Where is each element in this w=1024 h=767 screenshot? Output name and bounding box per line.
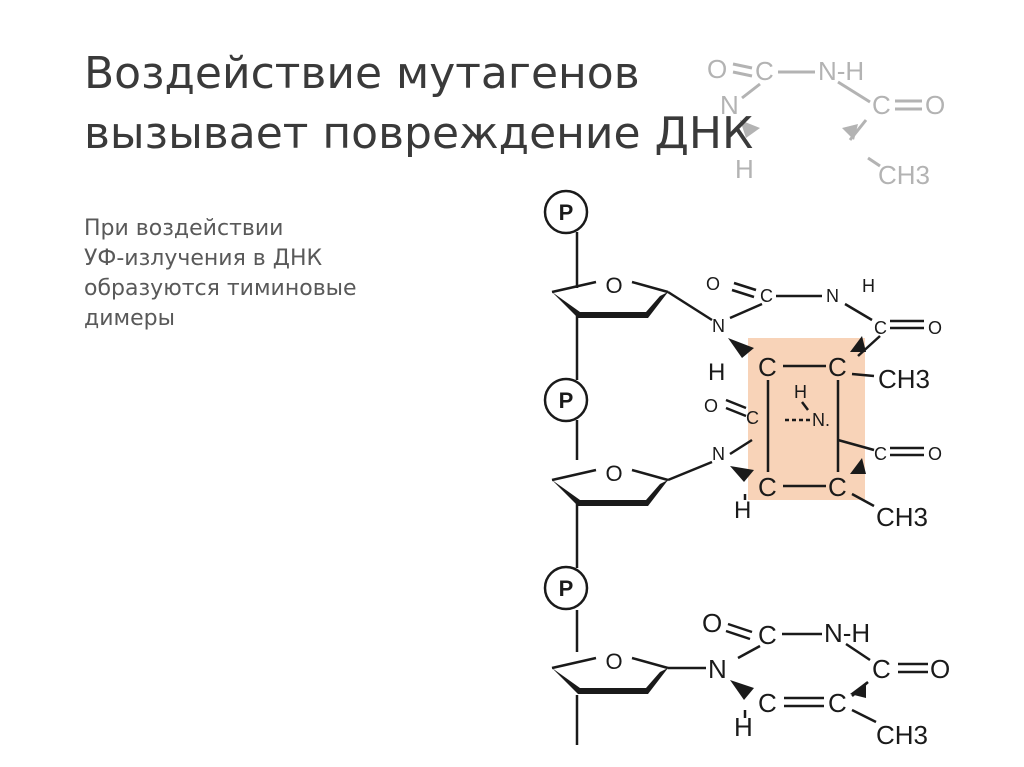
atom-H: H: [734, 497, 751, 524]
atom-O: O: [928, 318, 942, 338]
atom-H: H: [734, 712, 753, 742]
atom-N: N.: [812, 410, 830, 430]
faded-thymine-base: [732, 62, 922, 168]
ring-oxygen-label: O: [605, 649, 622, 674]
atom-C: C: [758, 688, 777, 718]
atom-C: C: [760, 286, 773, 306]
atom-O: O: [706, 274, 720, 294]
body-paragraph: При воздействии УФ-излучения в ДНК образ…: [84, 214, 444, 334]
faded-atom-C2: C: [872, 90, 891, 120]
atom-NH: N-H: [824, 618, 870, 648]
title-line-1: Воздействие мутагенов: [84, 48, 640, 99]
faded-atom-NH: N-H: [818, 56, 864, 86]
atom-CH3: CH3: [876, 502, 928, 532]
slide-title: Воздействие мутагенов вызывает поврежден…: [84, 44, 884, 164]
atom-H: H: [862, 276, 875, 296]
atom-C: C: [758, 620, 777, 650]
phosphate-group-3: P: [543, 565, 589, 611]
atom-C: C: [872, 654, 891, 684]
atom-CH3: CH3: [878, 364, 930, 394]
sugar-ring-1: O: [551, 273, 713, 322]
title-line-2: вызывает повреждение ДНК: [84, 108, 754, 159]
atom-H: H: [794, 382, 807, 402]
phosphate-group-1: P: [543, 189, 589, 235]
thymine-base-atoms: O C N-H N C O C C H CH3: [702, 608, 950, 750]
faded-atom-H: H: [735, 154, 754, 184]
atom-C: C: [874, 318, 887, 338]
faded-atom-N: N: [720, 90, 739, 120]
sugar-ring-3: O: [551, 649, 706, 694]
atom-O: O: [928, 444, 942, 464]
phosphate-label: P: [559, 388, 574, 413]
phosphate-label: P: [559, 200, 574, 225]
atom-CH3: CH3: [876, 720, 928, 750]
body-line-4: димеры: [84, 306, 175, 331]
body-line-3: образуются тиминовые: [84, 276, 357, 301]
atom-C: C: [758, 352, 777, 382]
atom-O: O: [704, 396, 718, 416]
thymine-base-bonds: [725, 622, 928, 724]
faded-atom-labels: O C N-H N C O H CH3: [707, 54, 945, 190]
atom-N: N: [712, 444, 725, 464]
ring-oxygen-label: O: [605, 273, 622, 298]
atom-H: H: [708, 359, 725, 386]
sugar-ring-2: O: [551, 460, 713, 506]
atom-C: C: [874, 444, 887, 464]
faded-atom-CH3: CH3: [878, 160, 930, 190]
atom-C: C: [758, 472, 777, 502]
atom-N: N: [712, 316, 725, 336]
atom-N: N: [826, 286, 839, 306]
phosphate-label: P: [559, 576, 574, 601]
atom-C: C: [828, 472, 847, 502]
ring-oxygen-label: O: [605, 461, 622, 486]
atom-C: C: [828, 688, 847, 718]
body-line-2: УФ-излучения в ДНК: [84, 246, 323, 271]
body-line-1: При воздействии: [84, 216, 284, 241]
faded-atom-C: C: [755, 56, 774, 86]
faded-atom-O: O: [707, 54, 727, 84]
thymine-dimer-bonds: [725, 281, 924, 508]
thymine-dimer-atoms: O C N H N C O H C C CH3 H O C N. N C O C…: [704, 274, 942, 532]
atom-C: C: [828, 352, 847, 382]
atom-N: N: [708, 654, 727, 684]
faded-atom-O2: O: [925, 90, 945, 120]
phosphate-group-2: P: [543, 377, 589, 423]
atom-O: O: [702, 608, 722, 638]
atom-C: C: [746, 408, 759, 428]
atom-O: O: [930, 654, 950, 684]
